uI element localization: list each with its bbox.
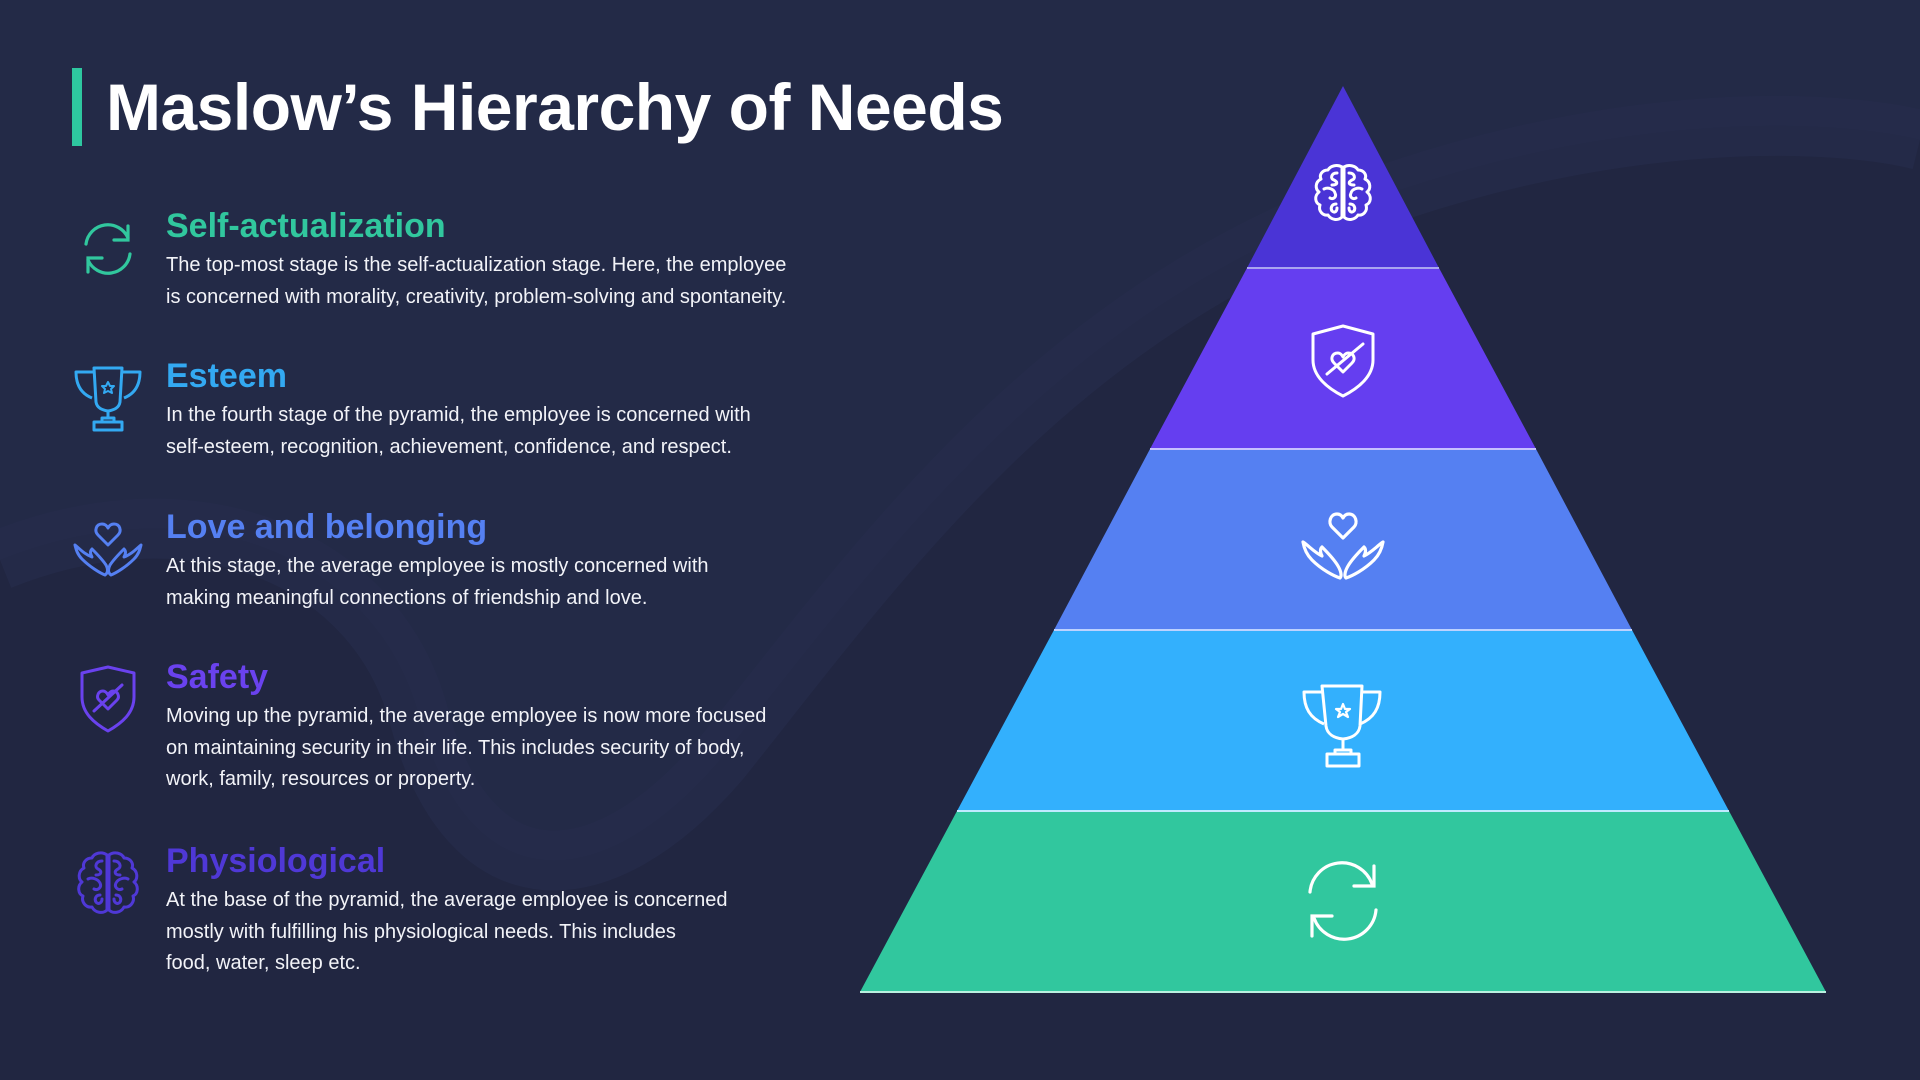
stage-title: Self-actualization <box>166 207 446 245</box>
title-accent-bar <box>72 68 82 146</box>
refresh-icon <box>72 212 144 284</box>
stage-title: Love and belonging <box>166 508 488 546</box>
stage-title: Esteem <box>166 357 287 395</box>
stage-description: In the fourth stage of the pyramid, the … <box>166 404 751 458</box>
stage-description: The top-most stage is the self-actualiza… <box>166 254 787 308</box>
stage-description: At this stage, the average employee is m… <box>166 555 709 609</box>
stage-description: Moving up the pyramid, the average emplo… <box>166 705 767 790</box>
stage-title: Physiological <box>166 842 386 880</box>
brain-icon <box>72 847 144 919</box>
hands-heart-icon <box>1301 512 1385 580</box>
hands-heart-icon <box>72 513 144 585</box>
page-header: Maslow’s Hierarchy of Needs <box>72 68 1004 146</box>
trophy-icon <box>72 362 144 434</box>
brain-icon <box>1314 164 1372 221</box>
stage-description: At the base of the pyramid, the average … <box>166 889 728 974</box>
pyramid-level-base <box>860 811 1826 992</box>
stage-title: Safety <box>166 658 269 696</box>
refresh-icon <box>1308 861 1378 941</box>
pyramid-level-fourth <box>957 630 1729 811</box>
shield-heart-icon <box>72 663 144 735</box>
page-title: Maslow’s Hierarchy of Needs <box>106 70 1004 144</box>
shield-heart-icon <box>1311 324 1375 398</box>
trophy-icon <box>1302 684 1382 768</box>
